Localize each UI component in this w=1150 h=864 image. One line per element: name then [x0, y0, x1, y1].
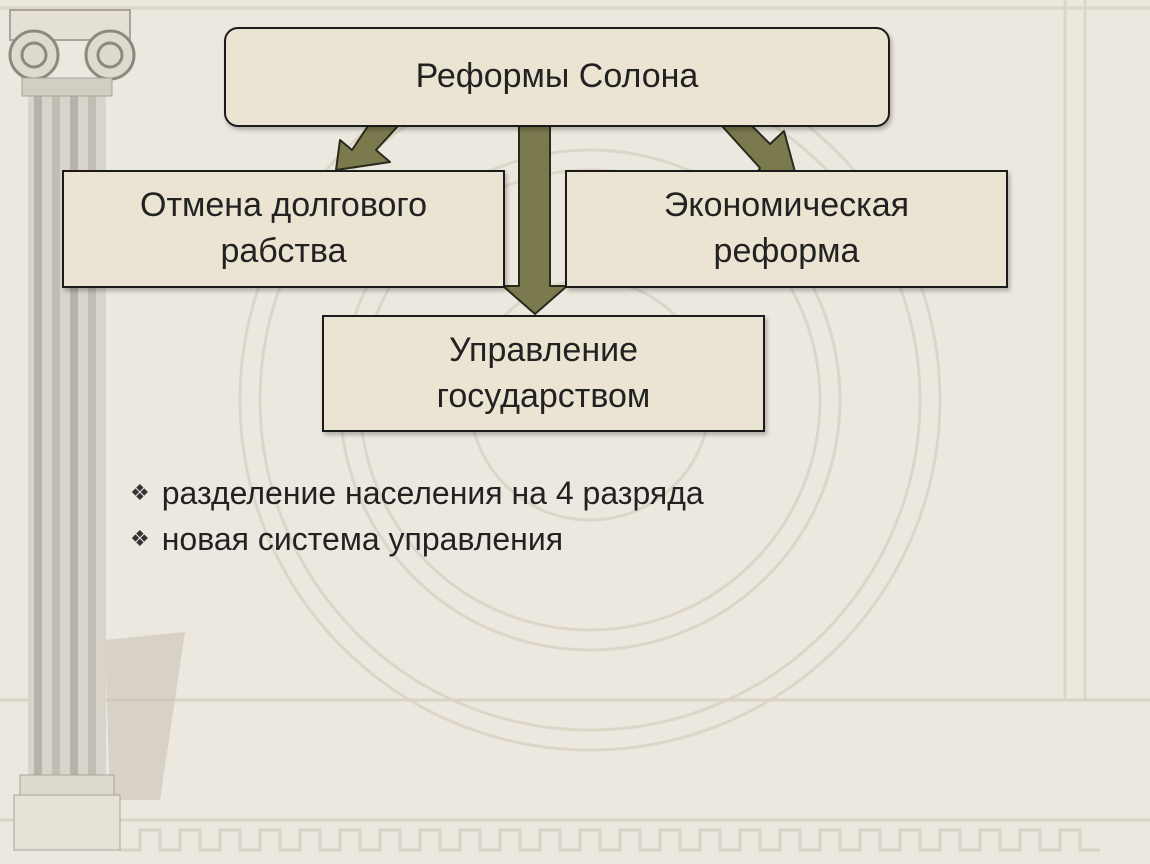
arrow-to-left: [335, 125, 399, 171]
node-label-line: Отмена долгового: [140, 186, 427, 225]
bullet-list: ❖ разделение населения на 4 разряда ❖ но…: [130, 470, 704, 562]
node-economic-reform: Экономическая реформа: [565, 170, 1008, 288]
root-node-label: Реформы Солона: [415, 57, 699, 96]
ornament-border-bottom: [0, 698, 1150, 852]
arrow-to-bottom: [502, 125, 568, 315]
bullet-item: ❖ разделение населения на 4 разряда: [130, 470, 704, 516]
diamond-flower-icon: ❖: [130, 480, 150, 505]
node-label-line: реформа: [713, 232, 860, 270]
node-label-line: рабства: [220, 232, 347, 270]
column-pillar-illustration: [8, 9, 185, 851]
node-label-line: государством: [436, 376, 651, 415]
ornament-border-top: [0, 0, 1150, 700]
bullet-text: разделение населения на 4 разряда: [161, 475, 704, 511]
bullet-item: ❖ новая система управления: [130, 516, 704, 562]
diamond-flower-icon: ❖: [130, 526, 150, 551]
node-label-line: Управление: [448, 330, 638, 369]
root-node-reforms-of-solon: Реформы Солона: [224, 27, 890, 127]
diagram-arrows: [335, 125, 799, 315]
node-debt-slavery-abolition: Отмена долгового рабства: [62, 170, 505, 288]
bullet-text: новая система управления: [161, 521, 564, 557]
node-label-line: Экономическая: [663, 186, 910, 225]
node-state-governance: Управление государством: [322, 315, 765, 432]
